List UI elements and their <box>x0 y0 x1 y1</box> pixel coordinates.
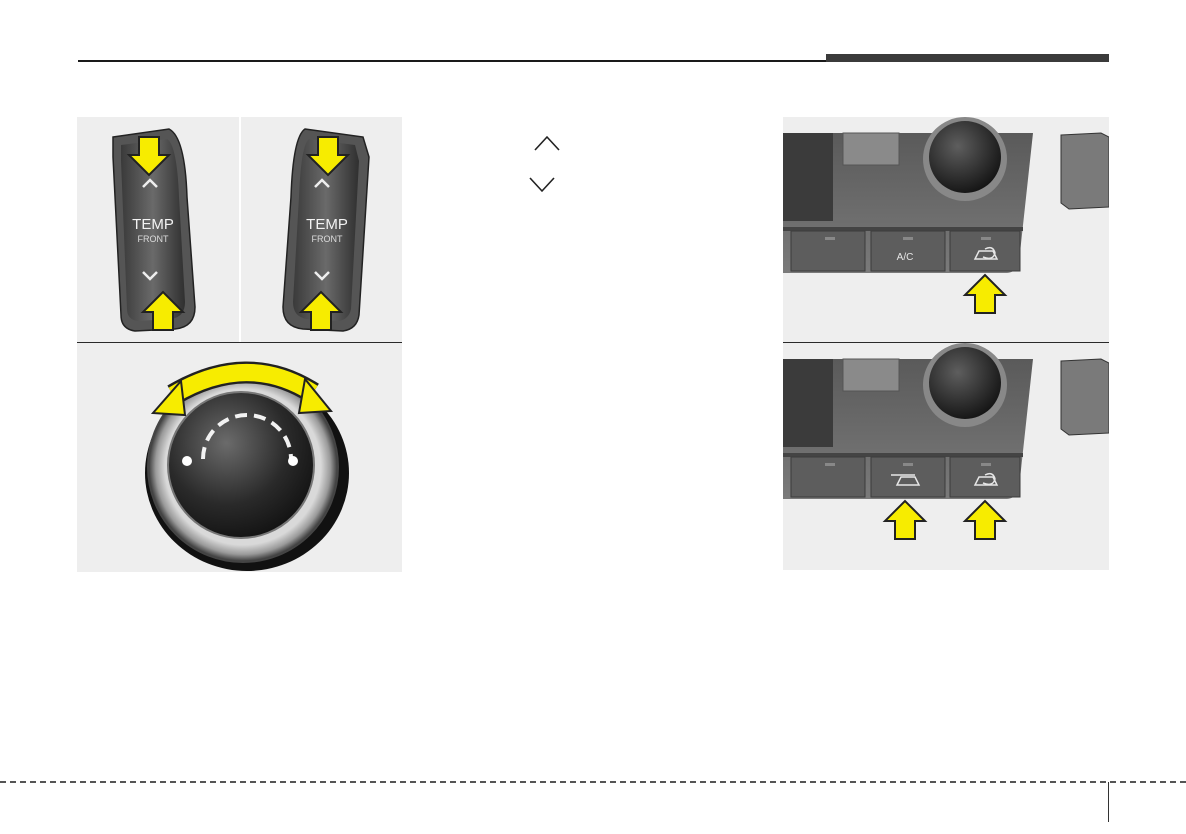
panel-divider <box>239 117 241 342</box>
dash-figure-top: A/C <box>783 117 1109 342</box>
arrow-up-icon <box>885 501 925 539</box>
front-label: FRONT <box>312 234 343 244</box>
header-tab <box>826 54 1109 62</box>
arrow-up-icon <box>965 501 1005 539</box>
chevron-down-icon <box>528 176 556 199</box>
temp-switch-right: TEMP FRONT <box>283 129 369 331</box>
dash-figure-bottom <box>783 343 1109 570</box>
footer-tick <box>1108 782 1109 822</box>
ac-label: A/C <box>897 252 914 263</box>
chevron-up-icon <box>533 134 561 157</box>
temp-label: TEMP <box>132 216 174 233</box>
temp-label: TEMP <box>306 216 348 233</box>
front-label: FRONT <box>138 234 169 244</box>
temp-knob-figure <box>77 343 402 572</box>
temp-switch-left: TEMP FRONT <box>113 129 195 331</box>
footer-rule <box>0 781 1186 783</box>
arrow-up-icon <box>965 275 1005 313</box>
